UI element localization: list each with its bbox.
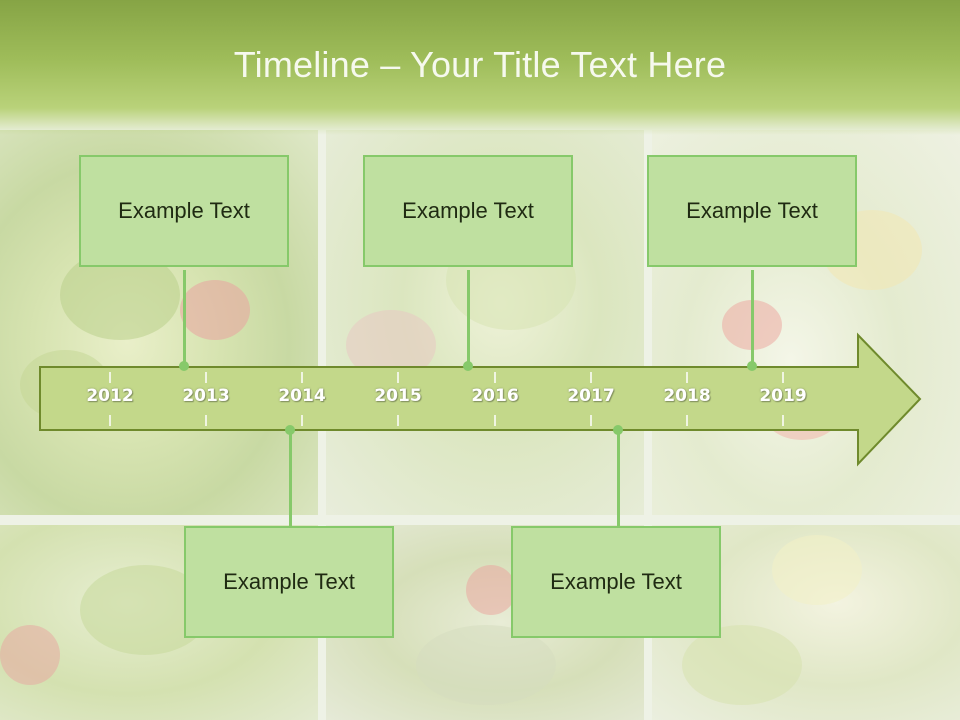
year-label-2018: 2018 <box>663 386 711 406</box>
event-box-text: Example Text <box>402 198 534 223</box>
connector-line-bottom-2 <box>617 430 620 526</box>
year-label-2015: 2015 <box>374 386 422 406</box>
year-label-2017: 2017 <box>567 386 615 406</box>
event-box-text: Example Text <box>118 198 250 223</box>
connector-dot-top-3 <box>747 361 757 371</box>
event-box-top-3[interactable]: Example Text <box>647 155 857 267</box>
connector-dot-top-2 <box>463 361 473 371</box>
connector-dot-bottom-2 <box>613 425 623 435</box>
year-label-2014: 2014 <box>278 386 326 406</box>
event-box-top-2[interactable]: Example Text <box>363 155 573 267</box>
timeline-arrow-shape[interactable] <box>39 332 922 467</box>
connector-dot-top-1 <box>179 361 189 371</box>
year-tick-marks <box>109 372 784 426</box>
year-label-2012: 2012 <box>86 386 134 406</box>
title-banner <box>0 0 960 135</box>
connector-dot-bottom-1 <box>285 425 295 435</box>
connector-line-top-1 <box>183 270 186 366</box>
slide-title[interactable]: Timeline – Your Title Text Here <box>233 44 727 85</box>
year-label-2016: 2016 <box>471 386 519 406</box>
event-box-bottom-2[interactable]: Example Text <box>511 526 721 638</box>
year-label-2013: 2013 <box>182 386 230 406</box>
event-box-text: Example Text <box>686 198 818 223</box>
event-box-text: Example Text <box>550 569 682 594</box>
connector-line-bottom-1 <box>289 430 292 526</box>
connector-line-top-3 <box>751 270 754 366</box>
connector-line-top-2 <box>467 270 470 366</box>
event-box-text: Example Text <box>223 569 355 594</box>
year-label-2019: 2019 <box>759 386 807 406</box>
event-box-top-1[interactable]: Example Text <box>79 155 289 267</box>
event-box-bottom-1[interactable]: Example Text <box>184 526 394 638</box>
